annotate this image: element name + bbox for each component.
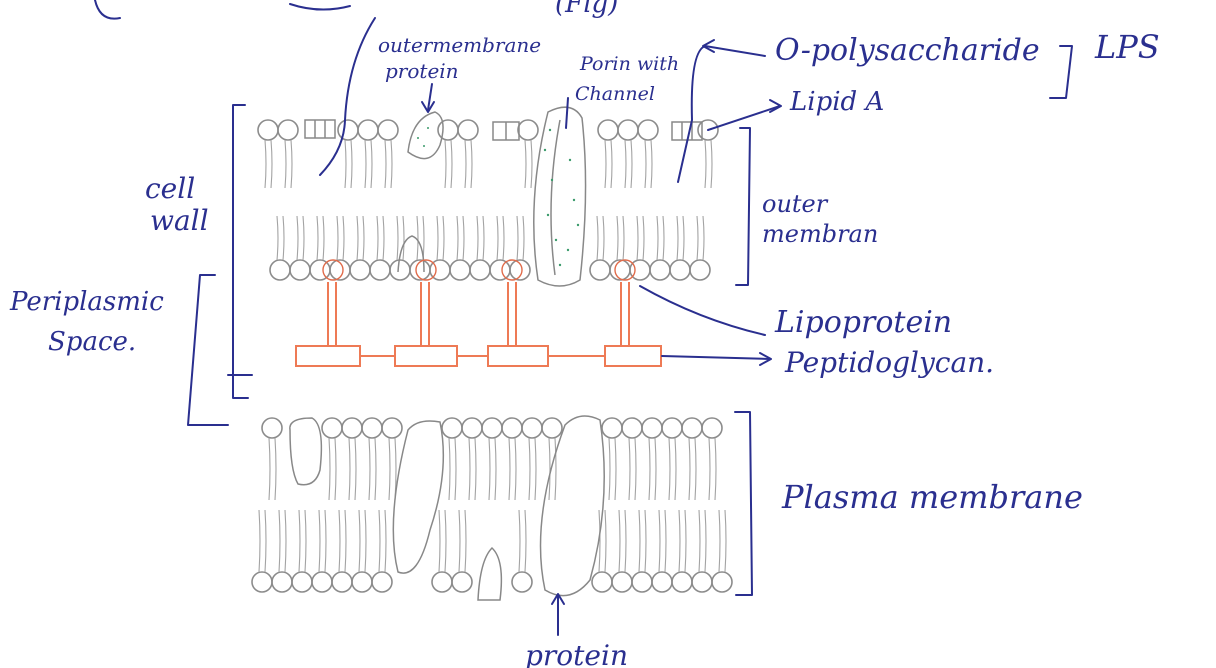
label-lps: LPS <box>1094 28 1160 66</box>
plasma-membrane-bracket <box>735 412 752 595</box>
label-protein: protein <box>525 639 628 668</box>
outer-membrane-bilayer <box>258 120 718 280</box>
label-lipid-a: Lipid A <box>789 87 884 117</box>
header-fragment: (Fig) <box>555 0 618 19</box>
plasma-membrane-proteins <box>290 416 604 600</box>
peptidoglycan-layer <box>296 346 661 366</box>
porin-channel-shape <box>534 107 586 286</box>
plasma-membrane-bilayer <box>252 418 732 592</box>
cell-wall-bracket <box>233 105 248 398</box>
periplasmic-bracket <box>188 275 252 425</box>
lps-bracket <box>1050 46 1072 98</box>
lipoprotein-stalks <box>328 282 629 346</box>
label-lipoprotein: Lipoprotein <box>774 305 952 340</box>
label-plasma-membrane: Plasma membrane <box>781 478 1083 516</box>
header-scribble <box>95 0 350 19</box>
label-peptidoglycan: Peptidoglycan. <box>784 346 994 379</box>
outer-membrane-protein-shape <box>408 112 443 159</box>
label-o-polysaccharide: O-polysaccharide <box>775 33 1040 68</box>
lps-lipid-a-blocks <box>305 120 702 140</box>
outer-membrane-bracket <box>736 128 750 285</box>
